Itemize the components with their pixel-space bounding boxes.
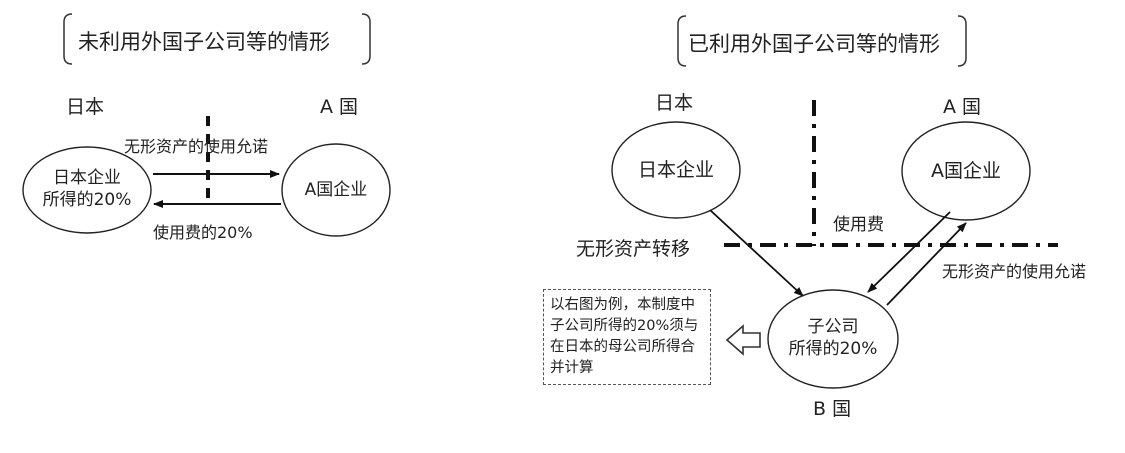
right-country-b: B 国 — [813, 398, 852, 420]
right-title-bracket-left — [677, 15, 687, 67]
right-japan-company-ellipse — [611, 121, 741, 219]
right-subsidiary-label: 子公司 所得的20% — [778, 316, 888, 360]
left-a-company-ellipse — [281, 143, 391, 237]
left-title-bracket-right — [361, 13, 371, 65]
left-country-japan: 日本 — [66, 96, 105, 118]
right-title: 已利用外国子公司等的情形 — [688, 32, 940, 56]
left-license-label: 无形资产的使用允诺 — [124, 137, 269, 156]
right-title-bracket-right — [957, 15, 967, 67]
left-a-company-label: A国企业 — [304, 180, 368, 200]
right-japan-company-label: 日本企业 — [637, 159, 714, 181]
left-title: 未利用外国子公司等的情形 — [78, 30, 330, 54]
right-fee-arrow — [867, 211, 951, 293]
right-transfer-arrow — [709, 209, 804, 297]
right-country-a: A 国 — [943, 96, 982, 118]
left-japan-company-label: 日本企业 所得的20% — [30, 167, 144, 211]
right-subsidiary-line1: 子公司 — [807, 317, 859, 337]
right-license-arrow — [886, 222, 967, 306]
left-fee-label: 使用费的20% — [153, 223, 253, 242]
right-subsidiary-line2: 所得的20% — [788, 339, 878, 359]
left-japan-company-line1: 日本企业 — [53, 168, 121, 188]
left-japan-company-ellipse — [22, 146, 152, 234]
right-country-japan: 日本 — [655, 92, 694, 114]
right-subsidiary-ellipse — [767, 289, 899, 389]
right-a-company-ellipse — [901, 121, 1031, 221]
right-fee-label: 使用费 — [833, 215, 884, 235]
right-a-company-label: A国企业 — [931, 160, 1001, 182]
left-title-bracket-left — [63, 13, 73, 65]
right-transfer-label: 无形资产转移 — [576, 238, 691, 260]
right-license-label: 无形资产的使用允诺 — [942, 262, 1087, 281]
explanatory-note-box: 以右图为例，本制度中子公司所得的20%须与在日本的母公司所得合并计算 — [543, 289, 711, 385]
left-japan-company-line2: 所得的20% — [42, 190, 132, 210]
note-pointer-arrow — [725, 324, 761, 356]
left-country-a: A 国 — [320, 96, 359, 118]
